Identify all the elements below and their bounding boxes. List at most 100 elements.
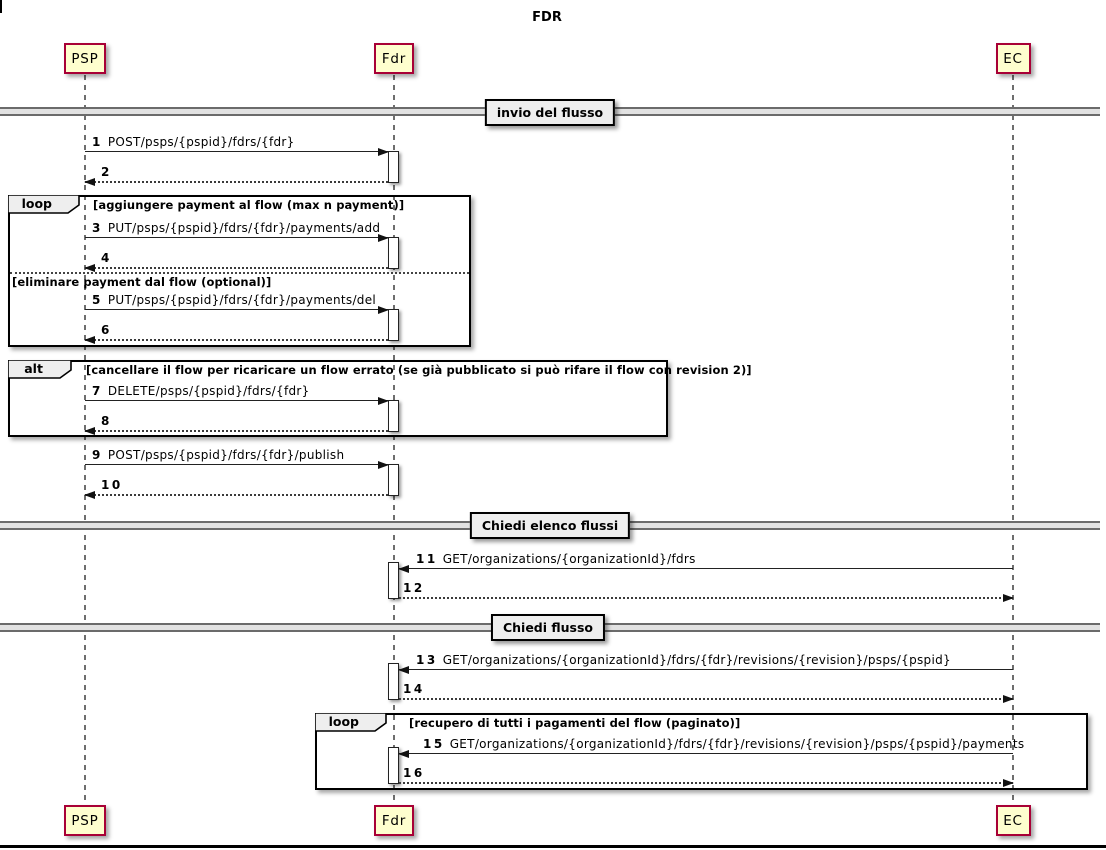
message-line-16 [399,782,1013,784]
message-arrowhead-left-icon [84,426,95,435]
participant-label-fdr: Fdr [381,50,407,67]
participant-label-ec: EC [1003,812,1023,829]
message-line-7 [85,400,388,401]
message-number: 5 [92,293,103,307]
frame-pentagon-icon [7,194,80,214]
diagram-title: FDR [532,10,562,25]
frame-separator-0 [10,272,469,274]
divider-label-0: invio del flusso [484,99,616,126]
message-arrowhead-right-icon [1003,694,1014,703]
message-number: 13 [416,653,438,667]
message-label-8: 8 [101,414,117,428]
frame-tag-label: loop [328,714,359,729]
frame-separator-label-0: [eliminare payment dal flow (optional)] [12,275,272,289]
participant-box-fdr-top: Fdr [374,43,414,74]
frame-tag-alt-1: alt [7,359,72,379]
message-arrowhead-left-icon [84,263,95,272]
activation-bar-2 [388,309,399,341]
message-line-6 [85,339,388,341]
message-text: DELETE/psps/{pspid}/fdrs/{fdr} [107,384,310,398]
message-arrowhead-left-icon [398,665,409,674]
message-label-3: 3 PUT/psps/{pspid}/fdrs/{fdr}/payments/ad… [92,221,380,235]
message-number: 11 [416,552,438,566]
lifeline-fdr [393,75,395,805]
message-arrowhead-right-icon [378,147,389,156]
message-text: GET/organizations/{organizationId}/fdrs/… [442,653,951,667]
message-label-13: 13 GET/organizations/{organizationId}/fdr… [416,653,951,667]
message-arrowhead-left-icon [84,177,95,186]
frame-guard-1: [cancellare il flow per ricaricare un fl… [86,363,752,377]
message-arrowhead-left-icon [84,335,95,344]
message-number: 1 [92,135,103,149]
message-line-15 [399,753,1013,754]
message-line-14 [399,698,1013,700]
frame-guard-2: [recupero di tutti i pagamenti del flow … [409,716,741,730]
message-text: GET/organizations/{organizationId}/fdrs/… [449,737,1025,751]
window-bottom-edge [0,845,1106,848]
lifeline-ec [1012,75,1014,805]
message-text: PUT/psps/{pspid}/fdrs/{fdr}/payments/add [107,221,381,235]
message-label-12: 12 [403,581,430,595]
activation-bar-7 [388,747,399,784]
activation-bar-3 [388,400,399,432]
message-number: 16 [403,766,425,780]
message-line-1 [85,151,388,152]
message-label-4: 4 [101,251,117,265]
message-number: 2 [101,165,112,179]
message-arrowhead-right-icon [378,460,389,469]
frame-alt-1 [8,360,668,437]
message-number: 10 [101,478,123,492]
frame-pentagon-icon [314,712,387,732]
message-label-5: 5 PUT/psps/{pspid}/fdrs/{fdr}/payments/de… [92,293,376,307]
message-number: 8 [101,414,112,428]
message-number: 6 [101,323,112,337]
participant-box-psp-top: PSP [64,43,106,74]
message-number: 3 [92,221,103,235]
message-text: PUT/psps/{pspid}/fdrs/{fdr}/payments/del [107,293,377,307]
lifeline-psp [84,75,86,805]
frame-pentagon-icon [7,359,72,379]
message-line-5 [85,309,388,310]
message-number: 14 [403,682,425,696]
message-arrowhead-right-icon [378,305,389,314]
message-arrowhead-right-icon [378,396,389,405]
participant-box-ec-bottom: EC [995,805,1031,836]
message-label-14: 14 [403,682,430,696]
activation-bar-1 [388,237,399,269]
message-label-6: 6 [101,323,117,337]
message-arrowhead-left-icon [398,564,409,573]
message-line-11 [399,568,1013,569]
frame-guard-0: [aggiungere payment al flow (max n payme… [93,198,405,212]
divider-label-2: Chiedi flusso [490,614,606,641]
message-arrowhead-left-icon [398,749,409,758]
activation-bar-0 [388,151,399,183]
frame-tag-label: alt [24,361,43,376]
message-label-2: 2 [101,165,117,179]
message-arrowhead-right-icon [1003,593,1014,602]
frame-tag-loop-2: loop [314,712,387,732]
message-line-2 [85,181,388,183]
frame-tag-loop-0: loop [7,194,80,214]
frame-loop-0 [8,195,471,347]
message-label-16: 16 [403,766,430,780]
message-line-3 [85,237,388,238]
message-line-8 [85,430,388,432]
message-number: 12 [403,581,425,595]
frame-tag-label: loop [21,196,52,211]
message-line-12 [399,597,1013,599]
participant-label-psp: PSP [71,50,99,67]
activation-bar-5 [388,562,399,599]
participant-label-fdr: Fdr [381,812,407,829]
message-text: POST/psps/{pspid}/fdrs/{fdr}/publish [107,448,345,462]
participant-box-psp-bottom: PSP [64,805,106,836]
window-corner-tick [0,0,2,13]
message-number: 7 [92,384,103,398]
message-line-9 [85,464,388,465]
message-line-4 [85,267,388,269]
message-label-7: 7 DELETE/psps/{pspid}/fdrs/{fdr} [92,384,310,398]
participant-label-ec: EC [1003,50,1023,67]
